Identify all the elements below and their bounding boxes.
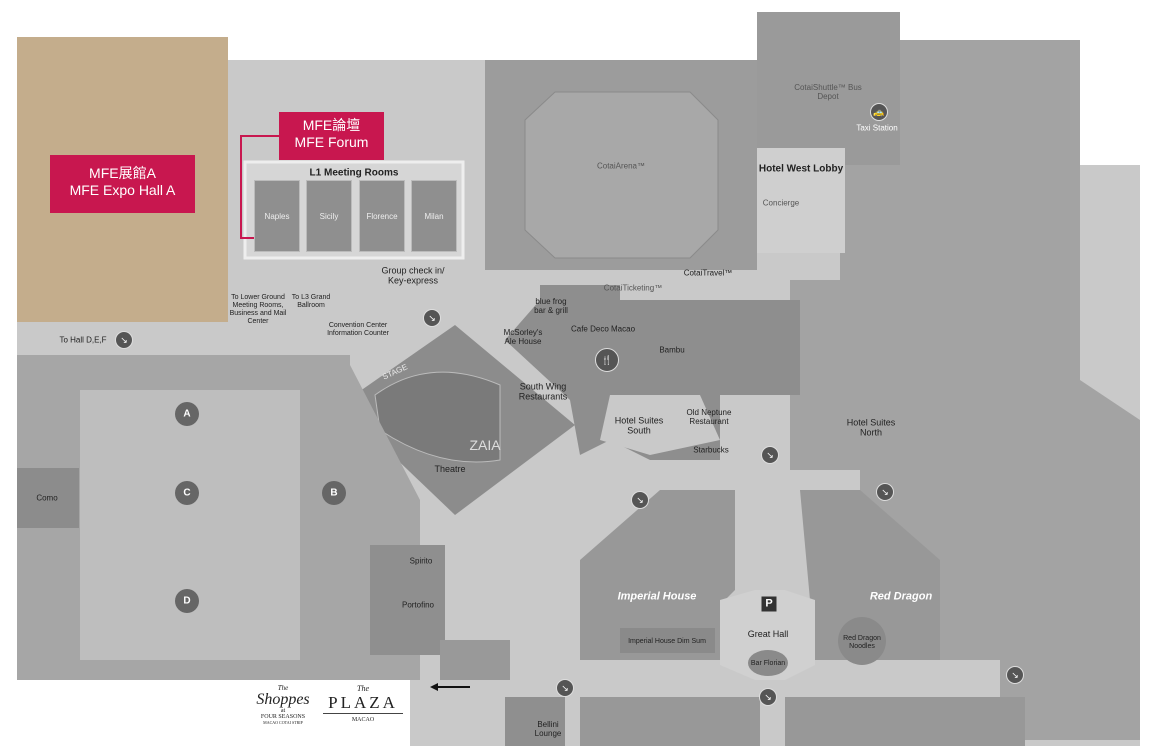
shoppes-sub: FOUR SEASONS [260, 714, 306, 720]
shoppes-tag: MACAO COTAI STRIP [263, 720, 303, 725]
label-bellini: Bellini Lounge [534, 719, 562, 738]
label-west-lobby: Hotel West Lobby [758, 163, 844, 175]
label-imperial-house: Imperial House [617, 590, 697, 603]
plaza-name: PLAZA [323, 693, 403, 714]
parking-icon: P [761, 596, 777, 612]
label-to-l3: To L3 Grand Ballroom [291, 293, 331, 309]
label-great-hall: Great Hall [747, 628, 789, 639]
label-taxi: Taxi Station [856, 123, 898, 133]
escalator-icon: ↘ [631, 491, 649, 509]
shoppes-at: at [280, 708, 286, 714]
label-hall-b: B [330, 487, 338, 499]
label-red-dragon: Red Dragon [869, 590, 933, 603]
label-concierge: Concierge [762, 198, 800, 208]
label-ticketing: CotaiTicketing™ [603, 283, 663, 293]
label-blue-frog: blue frog bar & grill [534, 296, 568, 315]
escalator-icon: ↘ [423, 309, 441, 327]
plaza-logo: The PLAZA MACAO [323, 684, 403, 723]
label-imperial-dim-sum: Imperial House Dim Sum [628, 637, 706, 645]
escalator-icon: ↘ [876, 483, 894, 501]
label-info-counter: Convention Center Information Counter [327, 321, 389, 337]
taxi-icon: 🚕 [870, 103, 888, 121]
escalator-icon: ↘ [1006, 666, 1024, 684]
escalator-icon: ↘ [761, 446, 779, 464]
escalator-icon: ↘ [556, 679, 574, 697]
room-sicily[interactable]: Sicily [306, 180, 352, 252]
label-hall-c: C [183, 487, 191, 499]
label-old-neptune: Old Neptune Restaurant [686, 407, 732, 426]
escalator-icon: ↘ [115, 331, 133, 349]
label-red-dragon-noodles: Red Dragon Noodles [843, 634, 881, 650]
shoppes-logo: The Shoppes at FOUR SEASONS MACAO COTAI … [248, 684, 318, 725]
forum-label[interactable]: MFE論壇 MFE Forum [279, 112, 384, 160]
label-como: Como [36, 493, 58, 503]
room-milan[interactable]: Milan [411, 180, 457, 252]
label-bambu: Bambu [659, 345, 685, 355]
label-cafe-deco: Cafe Deco Macao [570, 324, 636, 334]
label-bar-florian: Bar Florian [750, 659, 786, 667]
label-hall-a: A [183, 408, 191, 420]
label-starbucks: Starbucks [693, 445, 729, 455]
label-hall-d: D [183, 595, 191, 607]
label-suites-south: Hotel Suites South [614, 415, 664, 436]
plaza-the: The [357, 684, 369, 693]
restaurant-icon: 🍴 [595, 348, 619, 372]
expo-hall-a-label[interactable]: MFE展館A MFE Expo Hall A [50, 155, 195, 213]
expo-hall-en: MFE Expo Hall A [69, 181, 176, 198]
label-travel: CotaiTravel™ [683, 268, 733, 278]
room-florence[interactable]: Florence [359, 180, 405, 252]
escalator-icon: ↘ [759, 688, 777, 706]
label-spirito: Spirito [409, 556, 433, 566]
label-south-wing: South Wing Restaurants [518, 381, 568, 402]
shoppes-name: Shoppes [256, 691, 310, 708]
label-portofino: Portofino [401, 600, 435, 610]
label-bus-depot: CotaiShuttle™ Bus Depot [794, 82, 862, 101]
label-to-lower: To Lower Ground Meeting Rooms, Business … [229, 293, 287, 326]
shoppes-the: The [277, 684, 289, 692]
label-theatre: Theatre [434, 463, 466, 474]
plaza-sub: MACAO [351, 717, 375, 723]
forum-en: MFE Forum [294, 133, 369, 150]
room-naples[interactable]: Naples [254, 180, 300, 252]
label-group-checkin: Group check in/ Key-express [381, 265, 445, 286]
label-arena: CotaiArena™ [596, 161, 646, 171]
meeting-rooms-title: L1 Meeting Rooms [309, 167, 399, 179]
label-mcsorleys: McSorley's Ale House [503, 327, 543, 346]
forum-zh: MFE論壇 [302, 117, 361, 133]
label-suites-north: Hotel Suites North [846, 417, 896, 438]
expo-hall-zh: MFE展館A [89, 165, 156, 181]
label-to-hall: To Hall D,E,F [59, 335, 107, 345]
zaia-logo: ZAIA [469, 436, 501, 453]
